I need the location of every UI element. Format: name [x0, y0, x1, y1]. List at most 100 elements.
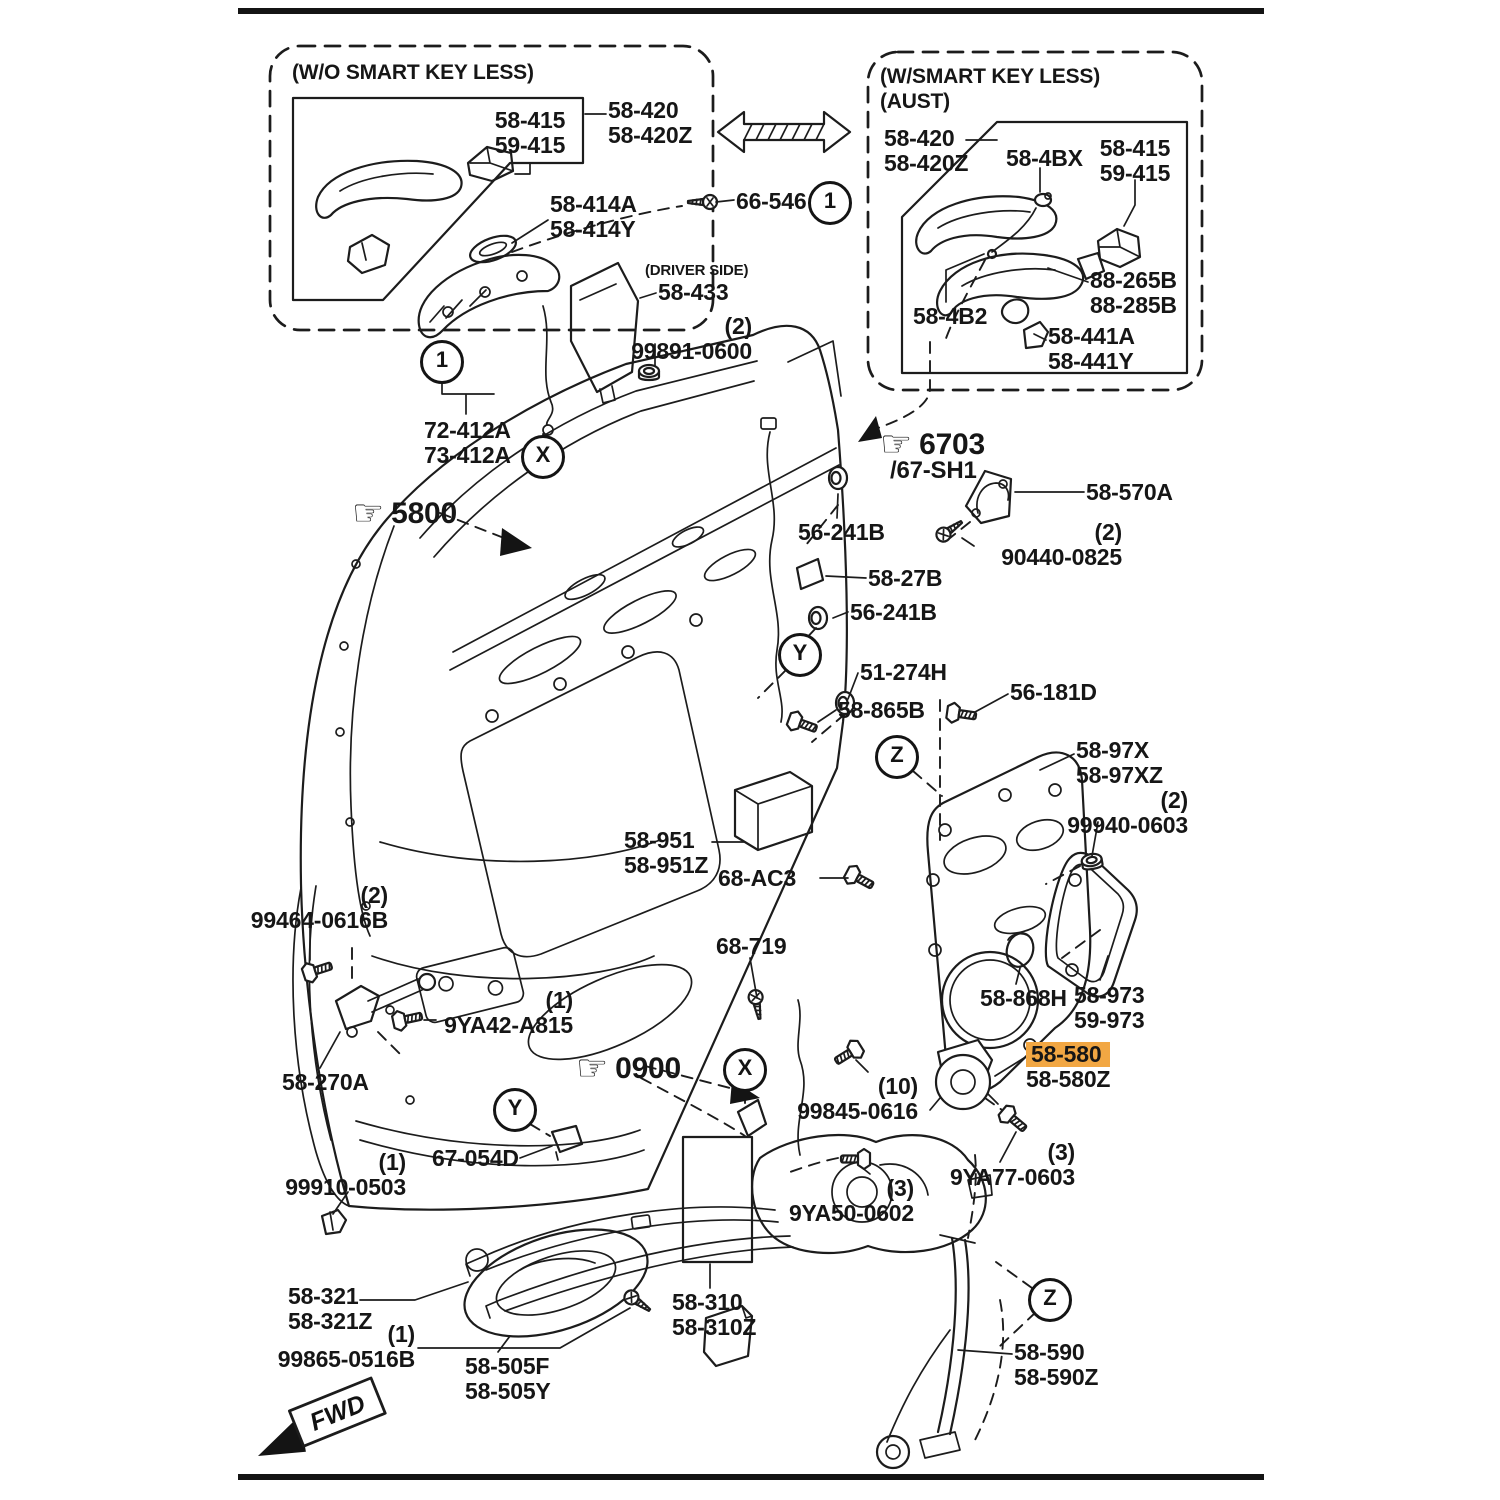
module-panel-drawing — [926, 751, 1092, 1094]
part-label-58-973-line2: 59-973 — [1074, 1007, 1145, 1033]
inner-handle-drawing — [320, 1124, 754, 1368]
part-label-58-868h-line1: 58-868H — [980, 985, 1067, 1011]
part-label-58-973-line1: 58-973 — [1074, 982, 1145, 1008]
swap-arrow — [716, 110, 852, 154]
part-label-67-sh1-line1: /67-SH1 — [890, 457, 977, 484]
part-label-58-27b: 58-27B — [868, 566, 942, 591]
callout-circle-x-lower: X — [723, 1048, 767, 1092]
striker-drawing — [795, 469, 1013, 591]
part-label-58-865b-line1: 58-865B — [838, 697, 925, 723]
hand-ref-icon: ☞ — [352, 492, 385, 534]
callout-circle-1-bracket: 1 — [420, 340, 464, 384]
part-label-0900: ☞0900 — [576, 1047, 682, 1089]
part-label-0900-line1: 0900 — [615, 1052, 682, 1085]
part-label-58-415-right-line1: 58-415 — [1099, 135, 1171, 161]
part-label-56-241b-lower: 56-241B — [850, 600, 937, 625]
part-label-72-412a-line1: 72-412A — [424, 417, 511, 443]
part-label-58-4bx: 58-4BX — [1006, 146, 1083, 171]
part-label-58-590-line1: 58-590 — [1014, 1339, 1085, 1365]
door-lock-drawing — [465, 999, 993, 1319]
callout-circle-1-top: 1 — [808, 181, 852, 225]
part-label-58-415-right-line2: 59-415 — [1099, 160, 1171, 186]
leader-lines — [309, 113, 1136, 1355]
part-label-58-321-line1: 58-321 — [288, 1283, 359, 1309]
part-label-90440-0825: (2)90440-0825 — [1001, 520, 1122, 570]
wo-smart-key-box — [268, 44, 715, 332]
part-label-58-868h: 58-868H — [980, 986, 1067, 1011]
part-label-68-ac3-line1: 68-AC3 — [718, 865, 797, 891]
w-smart-key-box-title-line2: (AUST) — [880, 90, 950, 113]
part-label-58-441a-line1: 58-441A — [1048, 323, 1135, 349]
part-label-58-97x-line2: 58-97XZ — [1076, 762, 1163, 788]
part-label-88-265b-line2: 88-285B — [1090, 292, 1177, 318]
callout-circle-z-upper: Z — [875, 735, 919, 779]
part-label-58-27b-line1: 58-27B — [868, 565, 943, 591]
part-label-58-441a-line2: 58-441Y — [1048, 348, 1134, 374]
part-label-67-054d: 67-054D — [432, 1146, 519, 1171]
part-label-9ya42-a815-line2: 9YA42-A815 — [444, 1012, 573, 1038]
part-label-58-415-left-line2: 59-415 — [494, 132, 566, 158]
part-label-58-414a-line1: 58-414A — [550, 191, 637, 217]
part-label-58-4bx-line1: 58-4BX — [1006, 145, 1083, 171]
part-label-58-4b2-line1: 58-4B2 — [913, 303, 988, 329]
part-label-56-241b-lower-line1: 56-241B — [850, 599, 937, 625]
part-label-99891-0600: (2)99891-0600 — [631, 314, 752, 364]
part-label-6703-line1: 6703 — [919, 428, 986, 461]
part-label-9ya77-0603: (3)9YA77-0603 — [950, 1140, 1075, 1190]
w-smart-key-box-title-line1: (W/SMART KEY LESS) — [880, 65, 1101, 88]
part-label-58-321-line2: 58-321Z — [288, 1308, 373, 1334]
part-label-58-415-left-line1: 58-415 — [494, 107, 566, 133]
part-label-99865-0516b-line2: 99865-0516B — [277, 1346, 415, 1372]
part-label-56-241b-upper-line1: 56-241B — [798, 519, 885, 545]
bumper-block-drawing — [733, 770, 814, 852]
part-label-99464-0616b: (2)99464-0616B — [251, 883, 388, 933]
window-regulator-drawing — [875, 1154, 1005, 1470]
w-smart-key-box-title: (W/SMART KEY LESS) (AUST) — [880, 64, 1100, 114]
part-label-67-054d-line1: 67-054D — [432, 1145, 519, 1171]
part-label-58-590-line2: 58-590Z — [1014, 1364, 1099, 1390]
pointer-arrowheads — [500, 416, 882, 1104]
part-label-58-505f-line1: 58-505F — [465, 1353, 550, 1379]
part-label-99464-0616b-line2: 99464-0616B — [250, 907, 388, 933]
part-label-58-270a-line1: 58-270A — [282, 1069, 369, 1095]
wo-smart-key-box-title: (W/O SMART KEY LESS) — [292, 61, 534, 84]
part-label-58-951-line1: 58-951 — [624, 827, 695, 853]
part-label-58-420-right-line1: 58-420 — [884, 125, 955, 151]
callout-circle-y-upper: Y — [778, 633, 822, 677]
part-label-58-420-left-line1: 58-420 — [608, 97, 679, 123]
page-border-lines — [238, 8, 1264, 1480]
part-label-58-865b: 58-865B — [838, 698, 925, 723]
part-label-99910-0503: (1)99910-0503 — [285, 1150, 406, 1200]
part-label-99464-0616b-line1: (2) — [360, 882, 388, 908]
part-label-9ya77-0603-line1: (3) — [1047, 1139, 1075, 1165]
part-label-51-274h-line1: 51-274H — [860, 659, 947, 685]
part-label-99865-0516b-line1: (1) — [387, 1321, 415, 1347]
part-label-58-414a-line2: 58-414Y — [550, 216, 636, 242]
part-label-88-265b-line1: 88-265B — [1090, 267, 1177, 293]
part-label-58-433: 58-433 — [658, 280, 729, 305]
callout-circle-x-upper: X — [521, 435, 565, 479]
callout-circle-z-lower: Z — [1028, 1278, 1072, 1322]
part-label-58-97x-line1: 58-97X — [1076, 737, 1149, 763]
part-label-99910-0503-line2: 99910-0503 — [285, 1174, 406, 1200]
part-label-66-546: 66-546 — [736, 189, 807, 214]
part-label-9ya42-a815: (1)9YA42-A815 — [444, 988, 573, 1038]
hand-ref-icon: ☞ — [576, 1047, 609, 1089]
part-label-58-420-left-line2: 58-420Z — [608, 122, 693, 148]
part-label-99940-0603-line2: 99940-0603 — [1067, 812, 1188, 838]
part-label-58-4b2: 58-4B2 — [913, 304, 987, 329]
part-label-6703: ☞6703 — [880, 426, 986, 462]
